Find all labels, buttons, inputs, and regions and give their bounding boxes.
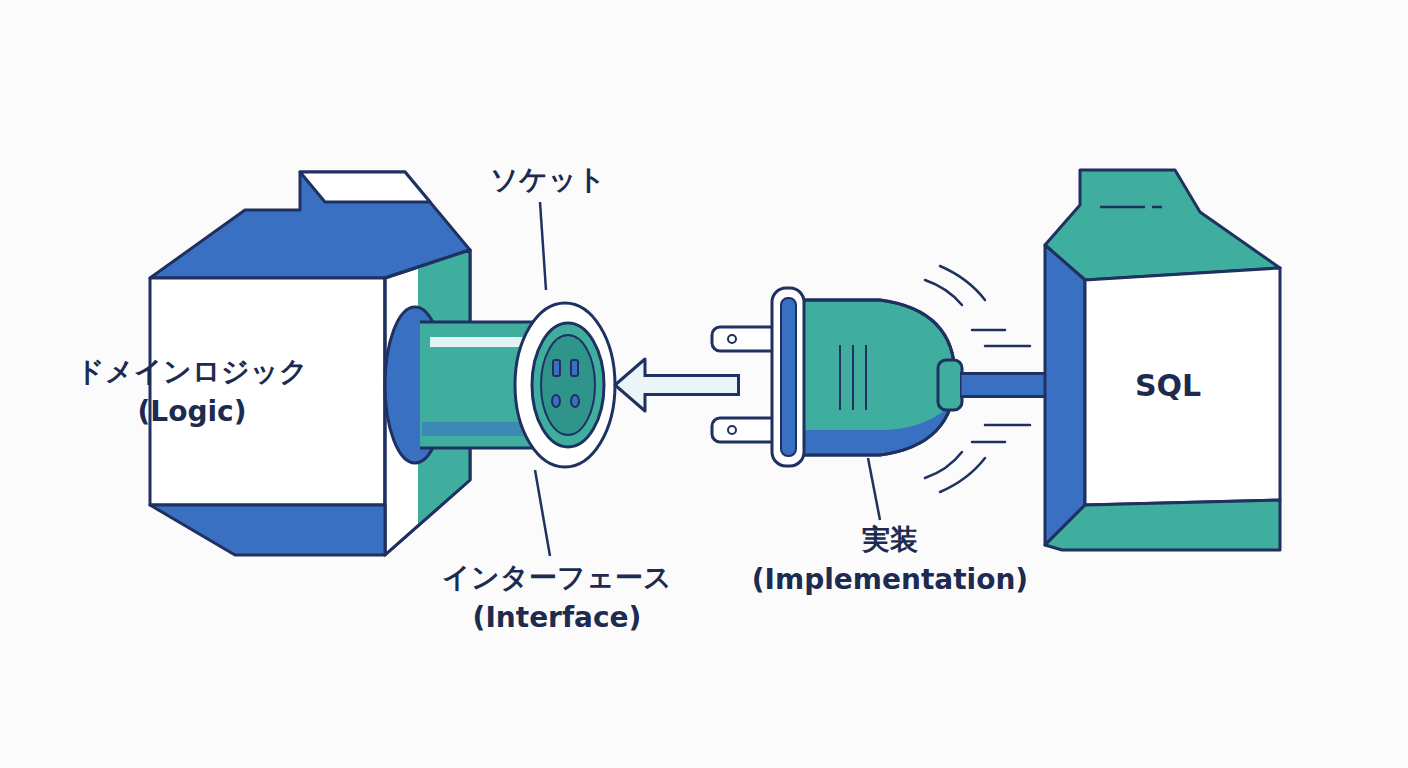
leader-line bbox=[868, 458, 880, 520]
plug-ridge bbox=[852, 345, 854, 410]
plug-art bbox=[712, 288, 962, 466]
motion-line bbox=[940, 266, 985, 300]
arrow-head bbox=[615, 359, 645, 411]
arrow-shaft bbox=[642, 377, 737, 393]
motion-line bbox=[985, 345, 1030, 348]
socket-slot bbox=[553, 360, 560, 376]
box-bottom-face bbox=[150, 505, 385, 555]
plug-body bbox=[800, 300, 955, 455]
box-side-face bbox=[1045, 245, 1085, 545]
socket-hole bbox=[571, 395, 579, 407]
sql-box-art bbox=[1045, 170, 1280, 550]
node-text: 実装 (Implementation) bbox=[740, 520, 1040, 600]
motion-line bbox=[972, 441, 1005, 444]
motion-line bbox=[972, 329, 1005, 332]
prong-hole bbox=[728, 335, 736, 343]
cable bbox=[962, 375, 1044, 395]
node-text: インターフェース (Interface) bbox=[422, 558, 692, 638]
plug-body-outline bbox=[800, 300, 955, 455]
socket-ring bbox=[515, 303, 615, 467]
motion-line bbox=[940, 458, 985, 492]
box-mark bbox=[1100, 206, 1145, 209]
socket-interface: ソケットインターフェース (Interface) bbox=[385, 300, 615, 470]
socket-art bbox=[385, 303, 615, 467]
plug-prong bbox=[712, 418, 780, 442]
plug-neck bbox=[938, 360, 962, 410]
box-mark bbox=[1152, 206, 1162, 209]
plug-shade bbox=[802, 408, 947, 453]
socket-recess bbox=[541, 335, 595, 435]
box-top-face bbox=[150, 172, 470, 278]
plug-flange-inner bbox=[781, 298, 796, 456]
arrow-shaft-outline bbox=[645, 374, 740, 396]
motion-lines bbox=[925, 266, 1030, 492]
socket-slot bbox=[571, 360, 578, 376]
plug-flange bbox=[772, 288, 804, 466]
motion-line bbox=[985, 424, 1030, 427]
box-bottom-face bbox=[1045, 500, 1280, 550]
node-text: SQL bbox=[1068, 366, 1268, 406]
plug-ridge bbox=[865, 345, 867, 410]
box-front-face bbox=[150, 278, 385, 505]
prong-hole bbox=[728, 426, 736, 434]
plug-prong bbox=[712, 327, 780, 351]
socket-face bbox=[532, 323, 604, 447]
node-text: ドメインロジック (Logic) bbox=[42, 352, 342, 432]
plug-ridge bbox=[839, 345, 841, 410]
logic-box: ドメインロジック (Logic) bbox=[150, 170, 470, 560]
socket-hole bbox=[552, 395, 560, 407]
connector bbox=[615, 359, 740, 411]
node-text: ソケット bbox=[438, 160, 658, 200]
cable-outline bbox=[960, 372, 1045, 398]
plug-implementation: 実装 (Implementation) bbox=[740, 288, 960, 466]
box-top-face bbox=[1045, 170, 1280, 280]
box-top-notch bbox=[300, 172, 430, 202]
sql-box: SQL bbox=[1045, 170, 1280, 550]
leader-line bbox=[540, 202, 546, 290]
connector bbox=[960, 385, 1045, 386]
motion-line bbox=[925, 280, 962, 305]
motion-line bbox=[925, 452, 962, 478]
leader-line bbox=[535, 470, 550, 556]
